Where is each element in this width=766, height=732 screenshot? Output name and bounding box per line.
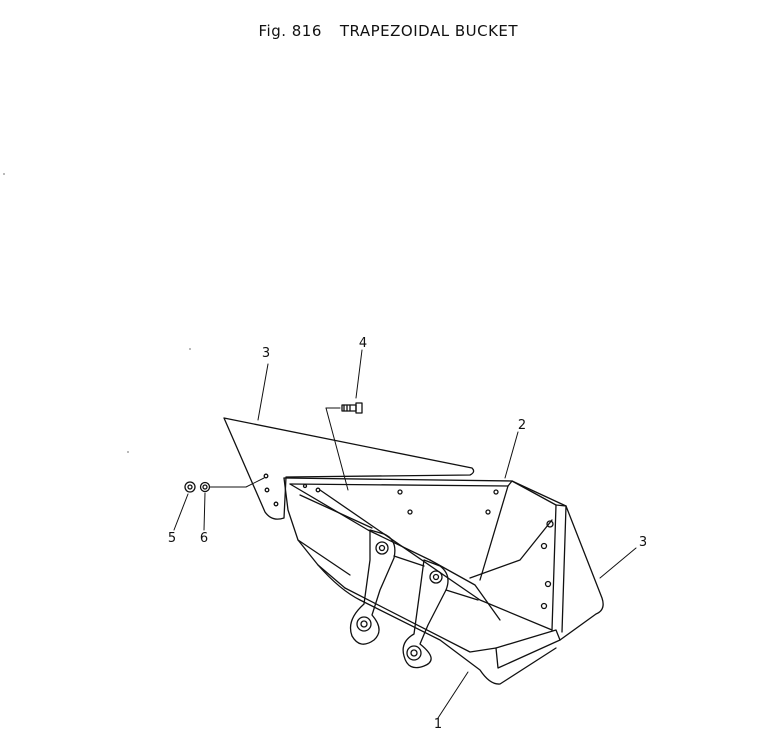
callout-4: 4 <box>359 336 367 351</box>
figure-title: Fig. 816 TRAPEZOIDAL BUCKET <box>0 4 766 40</box>
washer <box>199 481 211 493</box>
callout-2: 2 <box>518 418 526 433</box>
leader-lines <box>173 349 637 719</box>
callout-3-upper: 3 <box>262 346 270 361</box>
right-side-plate <box>555 504 604 641</box>
callout-5: 5 <box>168 531 176 546</box>
scan-speck <box>3 173 5 175</box>
figure-number: Fig. 816 <box>258 22 322 40</box>
callout-6: 6 <box>200 531 208 546</box>
left-side-plate <box>223 417 475 520</box>
scan-speck <box>189 348 191 350</box>
callout-1: 1 <box>434 717 442 732</box>
bolt <box>341 402 363 414</box>
bucket-body <box>283 477 567 669</box>
bottom-shell-bracket <box>297 529 557 685</box>
scan-speck <box>127 451 129 453</box>
figure-name: TRAPEZOIDAL BUCKET <box>339 22 519 40</box>
nut <box>184 481 196 493</box>
callout-3-right: 3 <box>639 535 647 550</box>
